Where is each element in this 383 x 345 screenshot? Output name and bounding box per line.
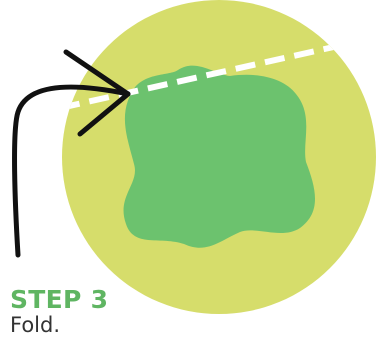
step-instruction: Fold.: [10, 315, 60, 336]
inner-blob-shape: [124, 66, 315, 248]
step-label: STEP 3: [10, 287, 108, 312]
